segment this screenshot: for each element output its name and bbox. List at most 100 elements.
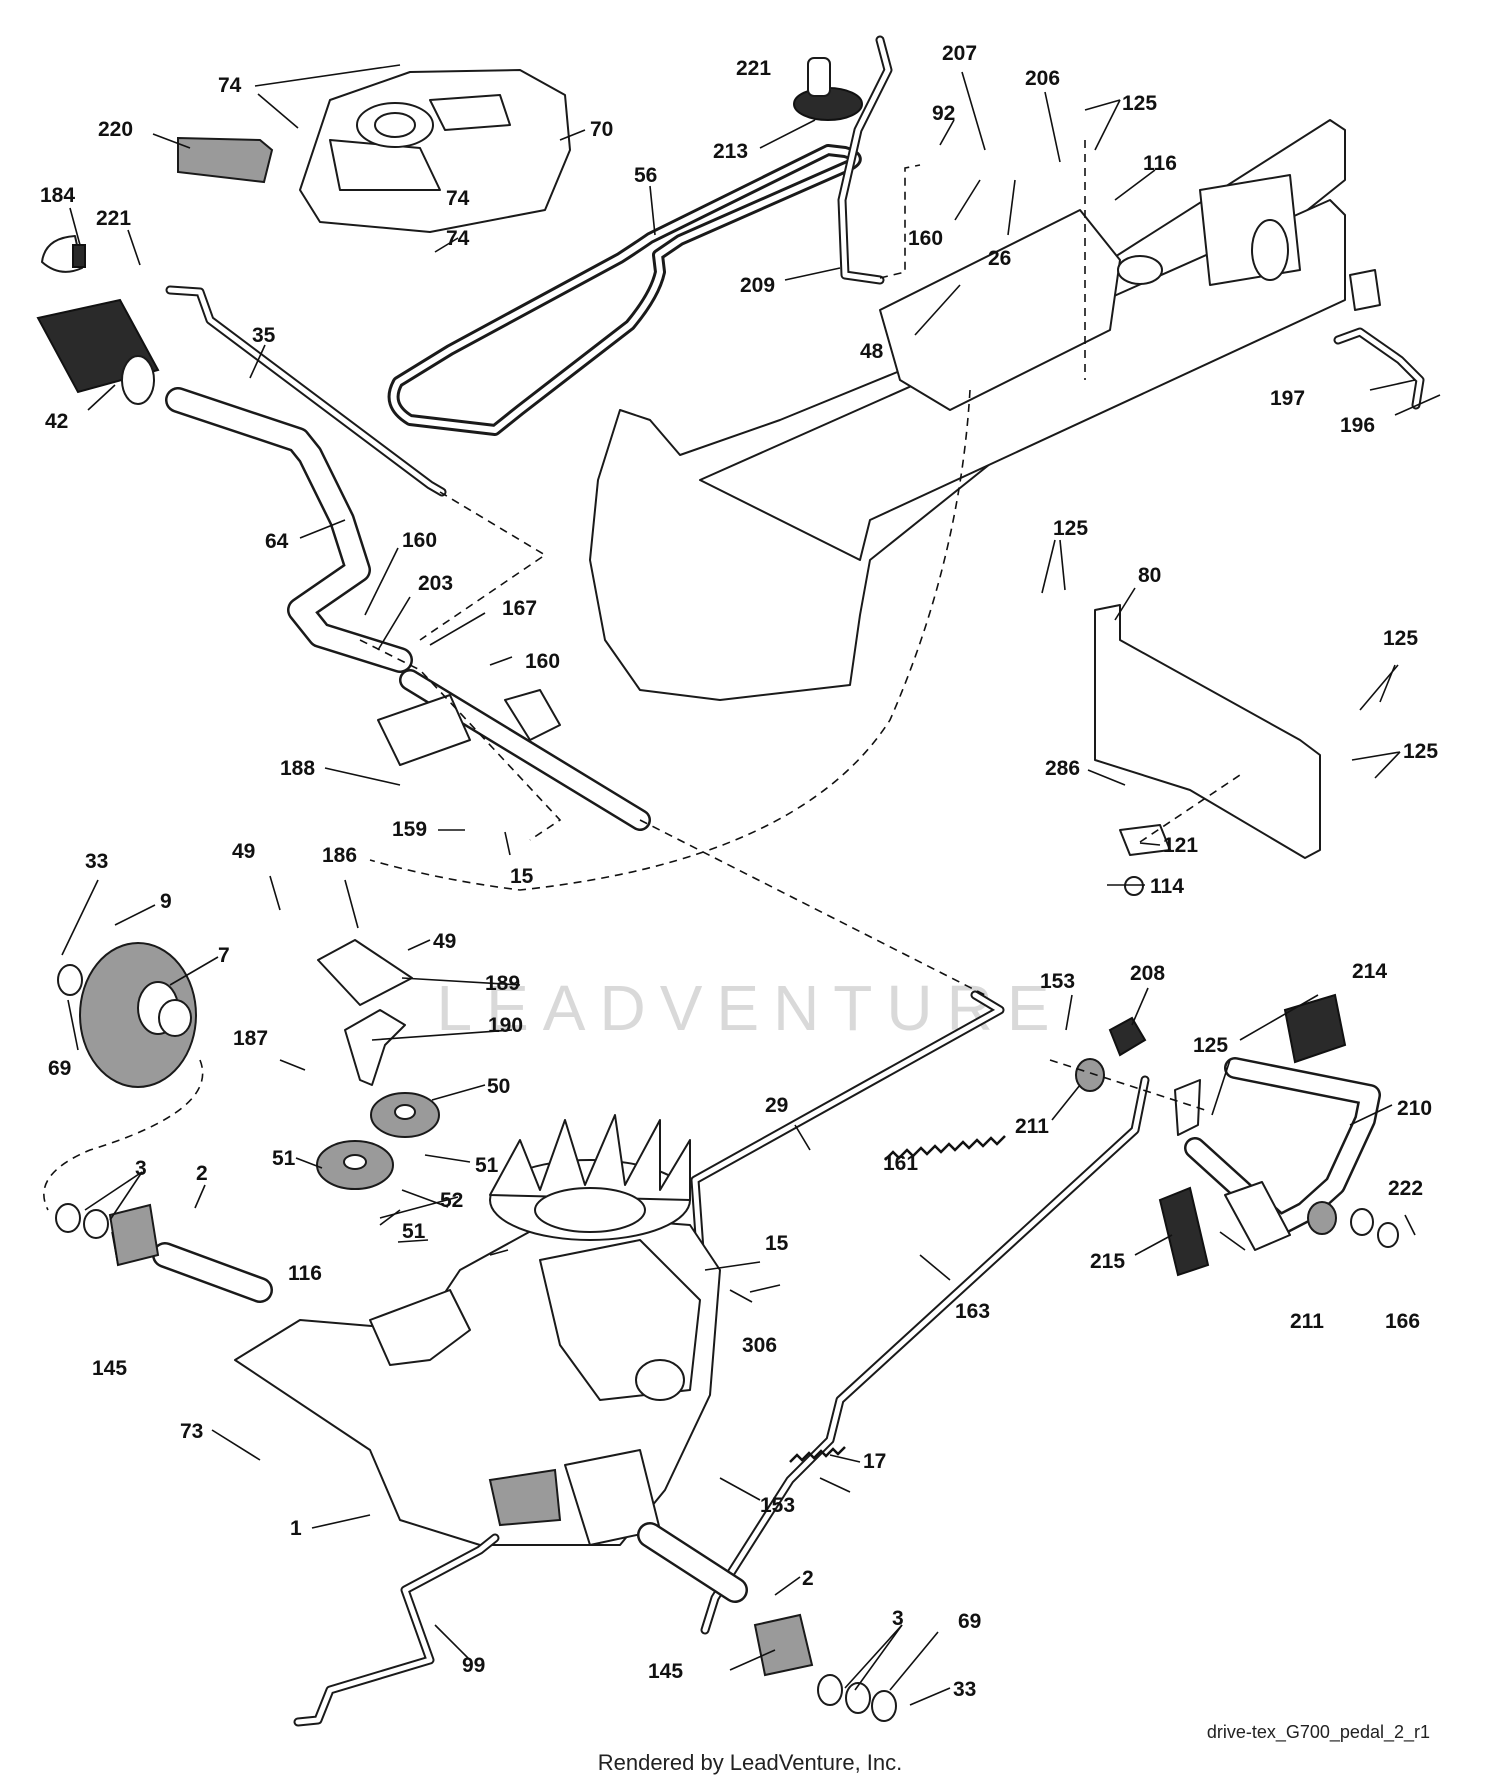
pedal-arm	[1224, 1181, 1291, 1251]
assembly-line	[879, 164, 921, 279]
callout: 208	[1130, 962, 1165, 985]
callout: 220	[98, 118, 133, 141]
washer	[845, 1682, 871, 1714]
callout: 222	[1388, 1177, 1423, 1200]
spring	[789, 1446, 846, 1463]
callout: 197	[1270, 387, 1305, 410]
callout: 26	[988, 247, 1011, 270]
callout: 116	[1143, 152, 1177, 175]
grip-pad	[177, 136, 274, 184]
nut	[1124, 876, 1144, 896]
callout: 29	[765, 1094, 788, 1117]
callout: 69	[48, 1057, 71, 1080]
callout: 51	[272, 1147, 296, 1170]
callout: 73	[180, 1420, 203, 1443]
callout: 214	[1352, 960, 1387, 983]
assembly-line	[1139, 774, 1241, 843]
assembly-line	[369, 389, 971, 891]
callout: 188	[280, 757, 315, 780]
idler-bracket	[317, 939, 413, 1006]
callout: 221	[96, 207, 131, 230]
callout: 145	[648, 1660, 683, 1683]
bushing	[1307, 1201, 1337, 1235]
callout: 80	[1138, 564, 1161, 587]
washer	[1377, 1222, 1399, 1248]
callout: 125	[1053, 517, 1088, 540]
callout: 74	[218, 74, 242, 97]
callout: 213	[713, 140, 748, 163]
callout: 74	[446, 187, 470, 210]
axle-bushing	[108, 1203, 160, 1267]
callout: 286	[1045, 757, 1080, 780]
bushing	[1075, 1058, 1105, 1092]
watermark-text: LEADVENTURE	[437, 972, 1064, 1044]
callout: 221	[736, 57, 771, 80]
callout: 145	[92, 1357, 127, 1380]
callout: 49	[433, 930, 456, 953]
assembly-line	[43, 1059, 204, 1211]
callout: 203	[418, 572, 453, 595]
callout: 306	[742, 1334, 777, 1357]
callout: 196	[1340, 414, 1375, 437]
washer	[1350, 1208, 1374, 1236]
pulley	[370, 1092, 440, 1138]
chassis-frame	[589, 119, 1381, 701]
bracket	[1119, 824, 1171, 856]
callout: 159	[392, 818, 427, 841]
knob-insert	[72, 244, 86, 268]
pedal-shaft	[1174, 1079, 1201, 1136]
callout: 50	[487, 1075, 510, 1098]
callout: 114	[1150, 875, 1184, 898]
callout: 51	[402, 1220, 426, 1243]
callout: 125	[1122, 92, 1157, 115]
wheel-hub	[79, 942, 197, 1088]
side-plate	[1094, 604, 1321, 859]
shaft-bracket	[377, 694, 471, 766]
callout: 207	[942, 42, 977, 65]
callout: 2	[802, 1567, 814, 1590]
callout: 211	[1015, 1115, 1049, 1138]
shaft-plate	[504, 689, 561, 741]
callout: 125	[1383, 627, 1418, 650]
callout: 209	[740, 274, 775, 297]
washer	[57, 964, 83, 996]
throttle-knob	[793, 57, 863, 121]
callout: 166	[1385, 1310, 1420, 1333]
callout: 160	[908, 227, 943, 250]
footer-credit: Rendered by LeadVenture, Inc.	[598, 1750, 903, 1775]
callout: 92	[932, 102, 955, 125]
hand-grip	[36, 298, 160, 405]
callout: 125	[1403, 740, 1438, 763]
assembly-line	[359, 639, 562, 841]
callout: 3	[892, 1607, 904, 1630]
spring	[884, 1135, 1006, 1161]
callout: 153	[760, 1494, 795, 1517]
pedal-pad	[1158, 1186, 1210, 1277]
callout: 187	[233, 1027, 268, 1050]
idler-arm	[344, 1009, 406, 1086]
callout: 42	[45, 410, 68, 433]
callout: 3	[135, 1157, 147, 1180]
callout: 184	[40, 184, 75, 207]
callout: 15	[510, 865, 534, 888]
callout: 9	[160, 890, 172, 913]
transaxle	[234, 1214, 721, 1546]
callout: 15	[765, 1232, 789, 1255]
leader-lines	[61, 64, 1441, 1706]
assembly-line	[639, 819, 986, 996]
spring-clip	[1108, 1016, 1147, 1057]
console-cover	[299, 69, 571, 233]
washer	[83, 1209, 109, 1239]
callout: 49	[232, 840, 255, 863]
callout: 116	[288, 1262, 322, 1285]
callout: 121	[1163, 834, 1198, 857]
callout: 69	[958, 1610, 981, 1633]
callout: 70	[590, 118, 613, 141]
callout: 35	[252, 324, 276, 347]
callout: 64	[265, 530, 289, 553]
callout: 153	[1040, 970, 1075, 993]
callout: 48	[860, 340, 884, 363]
callout: 17	[863, 1450, 886, 1473]
callout: 2	[196, 1162, 208, 1185]
